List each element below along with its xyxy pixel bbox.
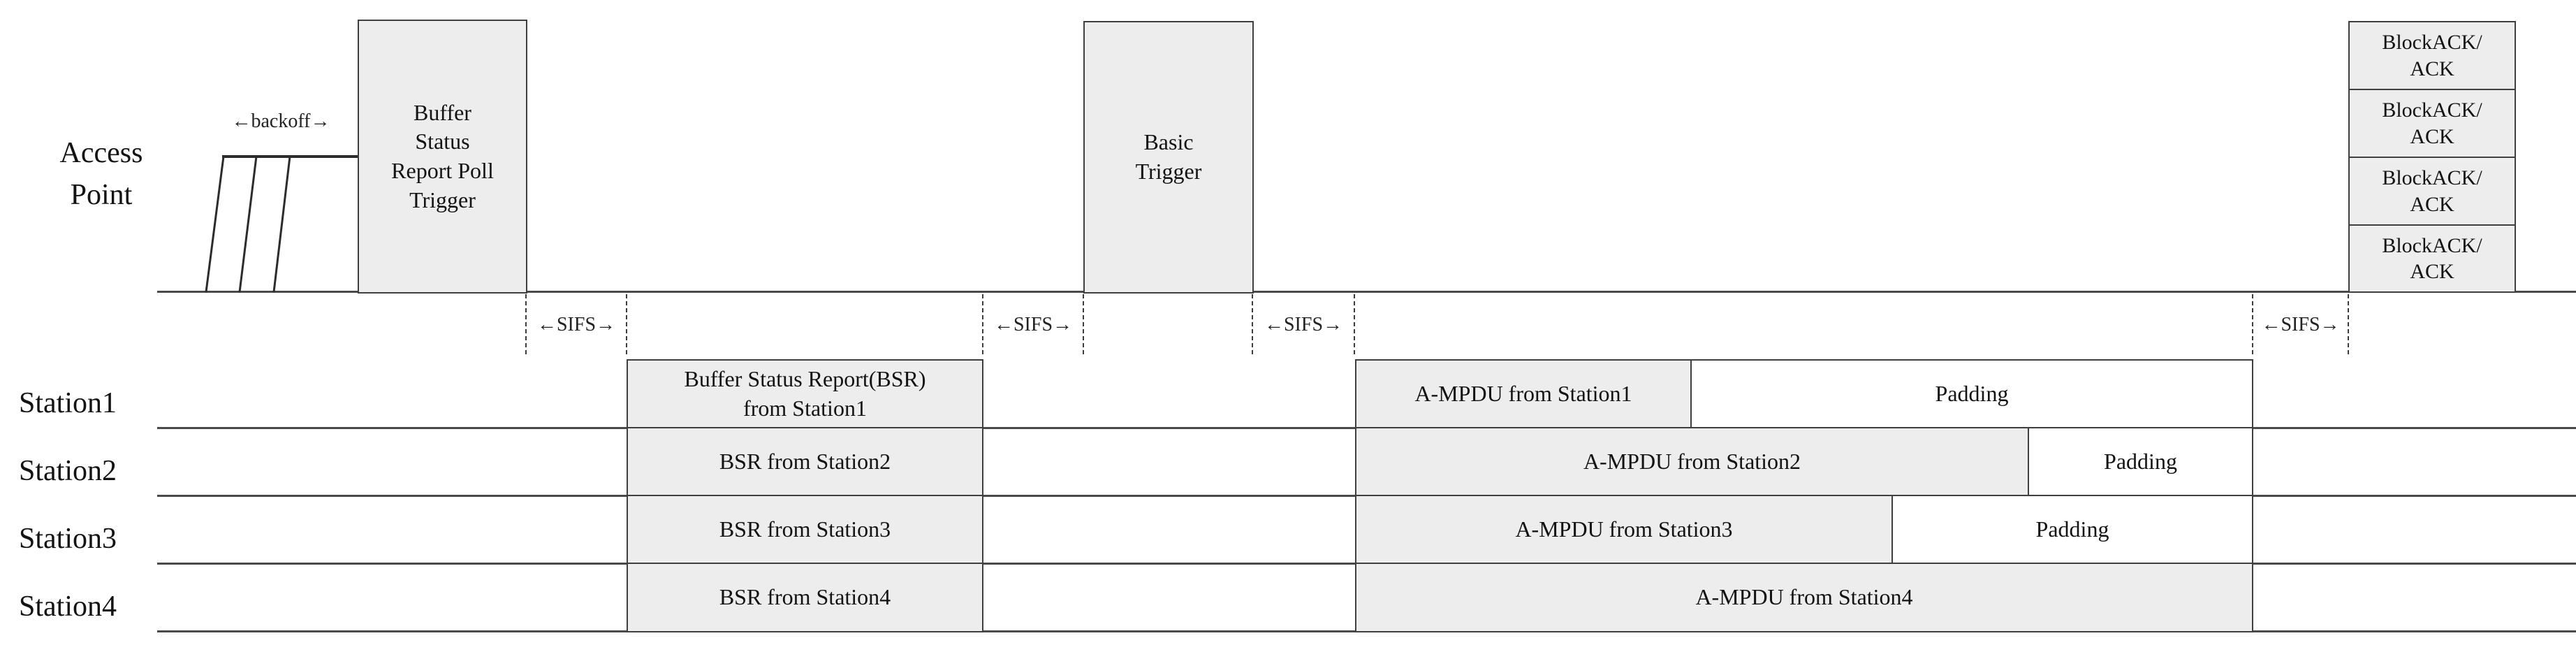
- sifs1-dash-left: [525, 294, 527, 354]
- basic-trigger-box: Basic Trigger: [1083, 21, 1254, 294]
- bsr-box-station3: BSR from Station3: [627, 495, 983, 565]
- station3-label: Station3: [19, 523, 117, 555]
- blockack-box-2: BlockACK/ ACK: [2348, 89, 2516, 158]
- sifs1-dash-right: [626, 294, 627, 354]
- ampdu-box-station1: A-MPDU from Station1: [1355, 359, 1692, 429]
- sifs2-dash-left: [982, 294, 983, 354]
- padding-box-station3: Padding: [1891, 495, 2253, 565]
- station4-label: Station4: [19, 591, 117, 623]
- bsr-box-station1: Buffer Status Report(BSR) from Station1: [627, 359, 983, 429]
- sifs2-label: ←SIFS→: [993, 314, 1073, 335]
- access-point-timeline: [157, 291, 2576, 293]
- sifs4-label: ←SIFS→: [2261, 314, 2340, 335]
- ampdu-box-station2: A-MPDU from Station2: [1355, 427, 2029, 497]
- ampdu-box-station3: A-MPDU from Station3: [1355, 495, 1893, 565]
- station1-label: Station1: [19, 387, 117, 419]
- bsrp-trigger-box: Buffer Status Report Poll Trigger: [358, 20, 527, 294]
- padding-box-station1: Padding: [1690, 359, 2253, 429]
- blockack-box-3: BlockACK/ ACK: [2348, 157, 2516, 226]
- sifs2-dash-right: [1083, 294, 1084, 354]
- sifs3-dash-right: [1354, 294, 1355, 354]
- sifs3-dash-left: [1252, 294, 1253, 354]
- bsr-box-station4: BSR from Station4: [627, 563, 983, 632]
- sifs4-dash-left: [2252, 294, 2253, 354]
- ampdu-box-station4: A-MPDU from Station4: [1355, 563, 2253, 632]
- padding-box-station2: Padding: [2028, 427, 2253, 497]
- bsr-box-station2: BSR from Station2: [627, 427, 983, 497]
- sifs4-dash-right: [2348, 294, 2349, 354]
- backoff-arrow-label: ←backoff→: [231, 110, 330, 132]
- backoff-slots-icon: [205, 155, 358, 293]
- blockack-box-1: BlockACK/ ACK: [2348, 21, 2516, 90]
- sifs1-label: ←SIFS→: [536, 314, 616, 335]
- blockack-box-4: BlockACK/ ACK: [2348, 224, 2516, 293]
- sifs3-label: ←SIFS→: [1264, 314, 1343, 335]
- access-point-label: Access Point: [59, 137, 143, 211]
- station2-label: Station2: [19, 455, 117, 487]
